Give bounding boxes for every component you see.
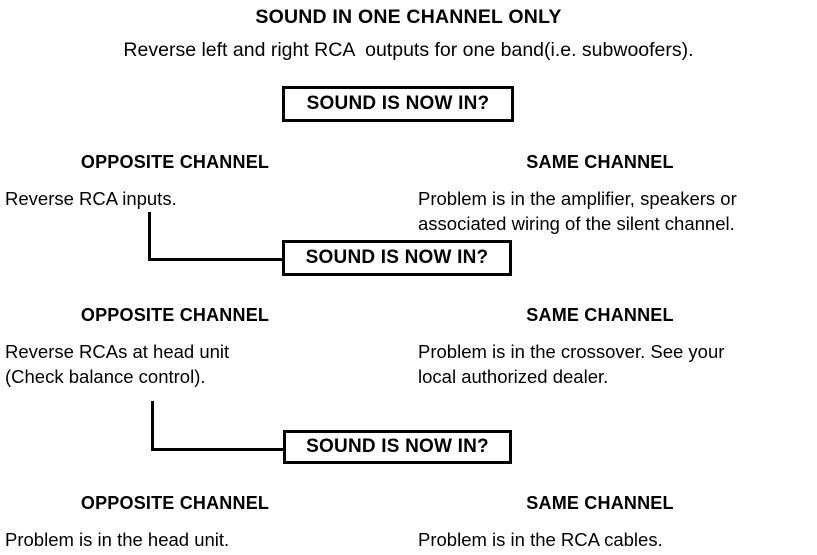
branch-3-left-heading: OPPOSITE CHANNEL <box>80 493 270 513</box>
branch-3-left-body: Problem is in the head unit. <box>5 529 230 550</box>
branch-2-left-body-line-2: (Check balance control). <box>5 366 206 387</box>
decision-box-3-label: SOUND IS NOW IN? <box>306 436 489 457</box>
branch-3-right-body: Problem is in the RCA cables. <box>418 529 663 550</box>
branch-1-right-body-line-1: Problem is in the amplifier, speakers or <box>418 188 737 209</box>
connector-elbow-2-horizontal <box>151 448 285 451</box>
branch-1-left-body: Reverse RCA inputs. <box>5 188 177 209</box>
decision-box-1[interactable]: SOUND IS NOW IN? <box>282 86 514 122</box>
branch-2-right-body-line-1: Problem is in the crossover. See your <box>418 341 725 362</box>
branch-2-left-heading: OPPOSITE CHANNEL <box>80 305 270 325</box>
branch-3-right-heading: SAME CHANNEL <box>526 493 674 513</box>
connector-elbow-1-horizontal <box>148 258 285 261</box>
connector-elbow-2-vertical <box>151 401 154 448</box>
connector-elbow-1 <box>148 212 285 261</box>
decision-box-2-label: SOUND IS NOW IN? <box>305 247 489 268</box>
page-subtitle: Reverse left and right RCA outputs for o… <box>123 39 694 61</box>
branch-2-left-body-line-1: Reverse RCAs at head unit <box>5 341 230 362</box>
branch-1-right-heading: SAME CHANNEL <box>526 152 674 172</box>
connector-elbow-1-vertical <box>148 212 151 258</box>
decision-box-1-label: SOUND IS NOW IN? <box>306 93 490 114</box>
connector-elbow-2 <box>151 401 285 451</box>
branch-2-right-heading: SAME CHANNEL <box>526 305 674 325</box>
branch-2-right-body-line-2: local authorized dealer. <box>418 366 609 387</box>
page-title: SOUND IN ONE CHANNEL ONLY <box>255 6 562 28</box>
decision-box-3[interactable]: SOUND IS NOW IN? <box>283 430 512 464</box>
decision-box-2[interactable]: SOUND IS NOW IN? <box>282 240 512 276</box>
branch-1-right-body-line-2: associated wiring of the silent channel. <box>418 213 735 234</box>
branch-1-left-heading: OPPOSITE CHANNEL <box>80 152 270 172</box>
